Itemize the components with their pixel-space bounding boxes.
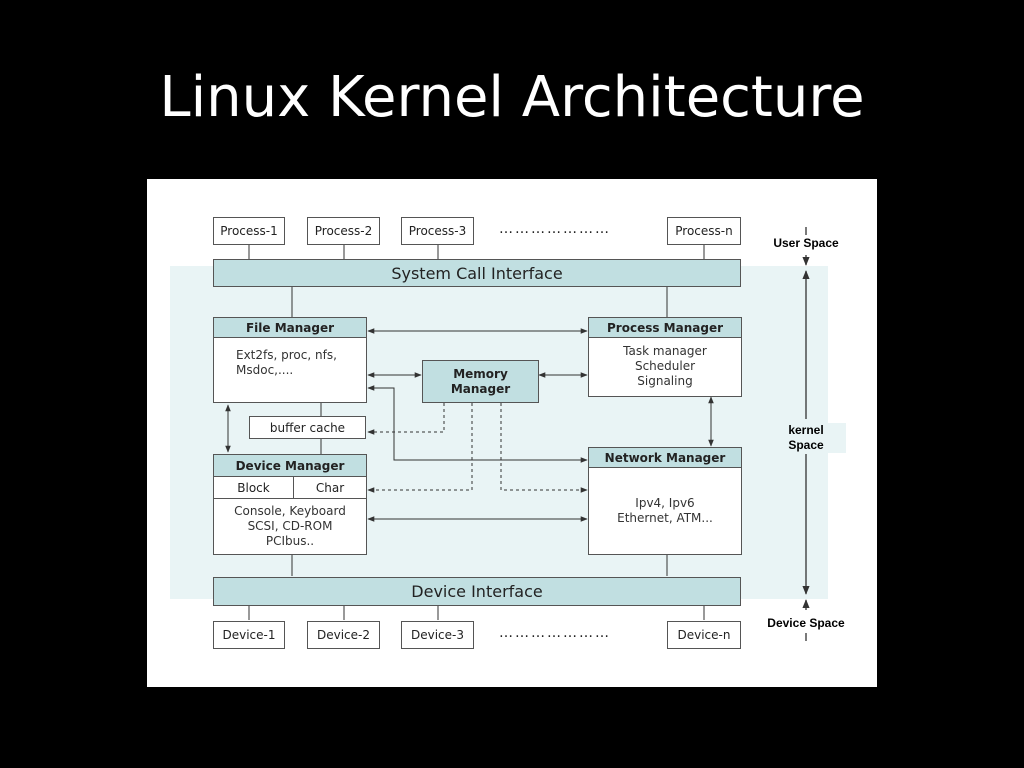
- kernel-architecture-diagram: Process-1 Process-2 Process-3 ………………… Pr…: [147, 179, 877, 687]
- network-manager-header: Network Manager: [589, 448, 741, 468]
- process-box-1: Process-1: [213, 217, 285, 245]
- char-cell: Char: [294, 477, 366, 499]
- block-cell: Block: [214, 477, 294, 499]
- network-manager-body: Ipv4, Ipv6 Ethernet, ATM...: [617, 496, 713, 525]
- connector-lines: [225, 227, 810, 641]
- device-manager-body: Console, Keyboard SCSI, CD-ROM PCIbus..: [234, 503, 346, 548]
- device-space-label: Device Space: [767, 616, 845, 630]
- process-box-2: Process-2: [307, 217, 380, 245]
- device-box-1: Device-1: [213, 621, 285, 649]
- file-manager-body: Ext2fs, proc, nfs, Msdoc,....: [236, 348, 337, 377]
- device-interface: Device Interface: [213, 577, 741, 606]
- system-call-interface: System Call Interface: [213, 259, 741, 287]
- file-manager-header: File Manager: [214, 318, 366, 338]
- process-label: Process-3: [408, 224, 467, 238]
- device-label: Device-2: [316, 628, 370, 642]
- device-box-3: Device-3: [401, 621, 474, 649]
- process-label: Process-2: [314, 224, 373, 238]
- process-label: Process-n: [675, 224, 733, 238]
- process-manager-box: Process Manager Task manager Scheduler S…: [588, 317, 742, 397]
- process-label: Process-1: [220, 224, 278, 238]
- process-box-3: Process-3: [401, 217, 474, 245]
- process-manager-header: Process Manager: [589, 318, 741, 338]
- memory-manager-box: Memory Manager: [422, 360, 539, 403]
- device-box-2: Device-2: [307, 621, 380, 649]
- file-manager-box: File Manager Ext2fs, proc, nfs, Msdoc,..…: [213, 317, 367, 403]
- slide-title: Linux Kernel Architecture: [159, 65, 865, 130]
- memory-manager-label: Memory Manager: [450, 366, 511, 396]
- user-space-label: User Space: [773, 236, 839, 250]
- process-box-n: Process-n: [667, 217, 741, 245]
- process-manager-body: Task manager Scheduler Signaling: [623, 343, 707, 388]
- device-label: Device-3: [410, 628, 464, 642]
- device-box-n: Device-n: [667, 621, 741, 649]
- device-label: Device-1: [222, 628, 276, 642]
- process-ellipsis: …………………: [499, 221, 611, 237]
- network-manager-box: Network Manager Ipv4, Ipv6 Ethernet, ATM…: [588, 447, 742, 555]
- device-label: Device-n: [677, 628, 731, 642]
- device-ellipsis: …………………: [499, 625, 611, 641]
- buffer-cache-box: buffer cache: [249, 416, 366, 439]
- buffer-cache-label: buffer cache: [269, 420, 346, 435]
- kernel-space-label: kernel Space: [766, 423, 846, 453]
- device-manager-header: Device Manager: [214, 455, 366, 477]
- device-manager-box: Device Manager Block Char Console, Keybo…: [213, 454, 367, 555]
